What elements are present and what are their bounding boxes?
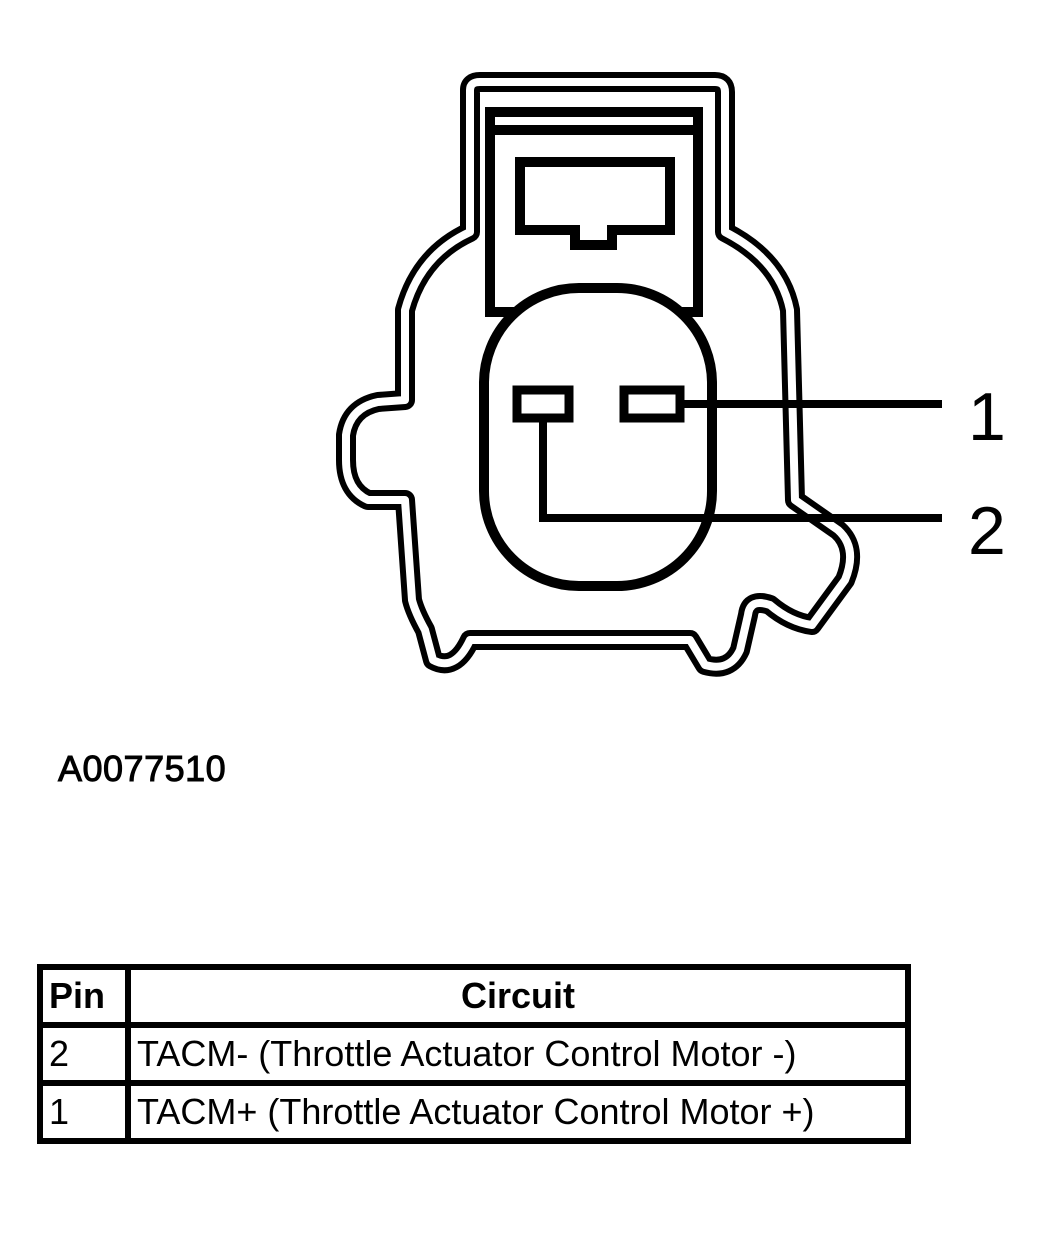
circuit-column-header: Circuit — [125, 964, 911, 1028]
pin-2-callout: 2 — [968, 493, 1006, 569]
pin-column-header: Pin — [37, 964, 131, 1028]
table-row: 1 TACM+ (Throttle Actuator Control Motor… — [37, 1080, 911, 1144]
mating-face — [479, 283, 717, 591]
circuit-cell: TACM+ (Throttle Actuator Control Motor +… — [125, 1080, 911, 1144]
table-row: 2 TACM- (Throttle Actuator Control Motor… — [37, 1022, 911, 1086]
circuit-cell: TACM- (Throttle Actuator Control Motor -… — [125, 1022, 911, 1086]
pin-cell: 2 — [37, 1022, 131, 1086]
connector-housing — [336, 72, 861, 677]
connector-diagram: 1 2 — [336, 72, 1006, 677]
locking-tab — [485, 107, 703, 317]
pinout-table: Pin Circuit 2 TACM- (Throttle Actuator C… — [37, 964, 911, 1144]
pin-1-callout: 1 — [968, 379, 1006, 455]
leader-lines — [539, 400, 942, 522]
figure-id: A0077510 — [57, 748, 227, 790]
pin-2-leader — [539, 418, 942, 522]
table-header-row: Pin Circuit — [37, 964, 911, 1028]
pin-cell: 1 — [37, 1080, 131, 1144]
